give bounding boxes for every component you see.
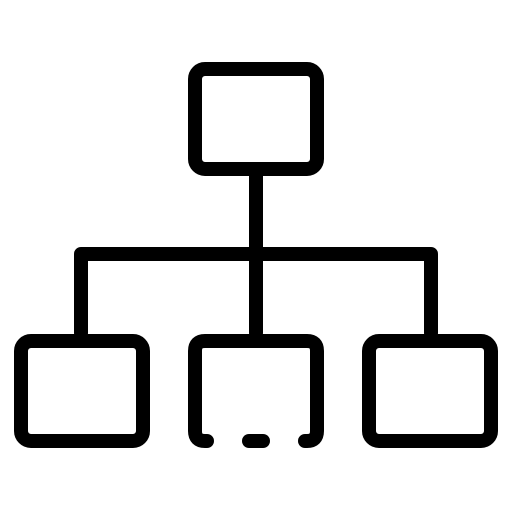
- left-node-box: [14, 334, 150, 448]
- right-node-box: [362, 334, 498, 448]
- branch-connector: [74, 247, 438, 340]
- middle-node-box: [188, 334, 324, 448]
- top-node-box: [188, 62, 324, 176]
